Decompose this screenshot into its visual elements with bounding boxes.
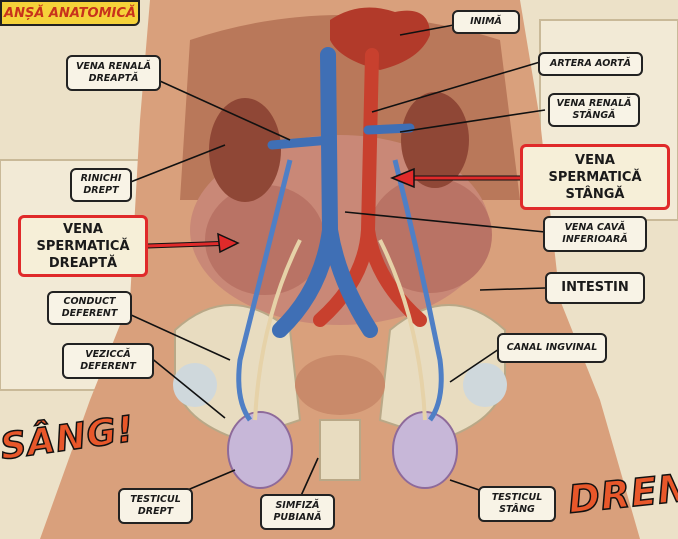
right-kidney-shape xyxy=(209,98,281,202)
highlight-arrows xyxy=(146,167,520,254)
right-spermatic-vein xyxy=(236,159,293,422)
leader-lines xyxy=(117,21,546,499)
label-vena-renala-dreapta: VENA RENALĂ DREAPTĂ xyxy=(66,55,161,91)
arrow-left-head xyxy=(390,167,415,189)
vena-cava-vessel xyxy=(272,47,378,338)
label-simfiza-pubiana: SIMFIZĂ PUBIANĂ xyxy=(260,494,335,530)
left-kidney-shape xyxy=(401,92,469,188)
label-inima: INIMĂ xyxy=(452,10,520,34)
right-vas-deferens xyxy=(253,239,302,421)
heart-shape xyxy=(330,7,430,70)
label-conduct-deferent: CONDUCT DEFERENT xyxy=(47,291,132,325)
label-vena-spermatica-dreapta: VENA SPERMATICĂ DREAPTĂ xyxy=(18,215,148,277)
left-testicle-shape xyxy=(392,411,458,489)
bladder-shape xyxy=(295,355,385,415)
label-vena-cava-inferioara: VENA CAVĂ INFERIOARĂ xyxy=(543,216,647,252)
intestine-loop-left xyxy=(205,185,325,295)
label-intestin: INTESTIN xyxy=(545,272,645,304)
label-vena-spermatica-stanga: VENA SPERMATICĂ STÂNGĂ xyxy=(520,144,670,210)
label-vena-renala-stanga: VENA RENALĂ STÂNGĂ xyxy=(548,93,640,127)
aorta-vessel xyxy=(313,48,427,327)
renal-veins xyxy=(267,123,415,150)
label-canal-ingvinal: CANAL INGVINAL xyxy=(497,333,607,363)
page-title: ANȘĂ ANATOMICĂ xyxy=(0,0,140,26)
label-testicul-stang: TESTICUL STÂNG xyxy=(478,486,556,522)
arrow-right-head xyxy=(217,232,240,254)
right-femur-head xyxy=(173,363,217,407)
left-femur-head xyxy=(463,363,507,407)
pubic-symphysis-shape xyxy=(319,419,361,481)
left-spermatic-vein xyxy=(392,159,444,422)
intestine-loop-right xyxy=(368,177,492,293)
left-vas-deferens xyxy=(378,239,427,421)
label-vezicca-deferent: VEZICCĂ DEFERENT xyxy=(62,343,154,379)
label-testicul-drept: TESTICUL DREPT xyxy=(118,488,193,524)
right-testicle-shape xyxy=(227,411,293,489)
label-artera-aorta: ARTERA AORTĂ xyxy=(538,52,643,76)
label-rinichi-drept: RINICHI DREPT xyxy=(70,168,132,202)
